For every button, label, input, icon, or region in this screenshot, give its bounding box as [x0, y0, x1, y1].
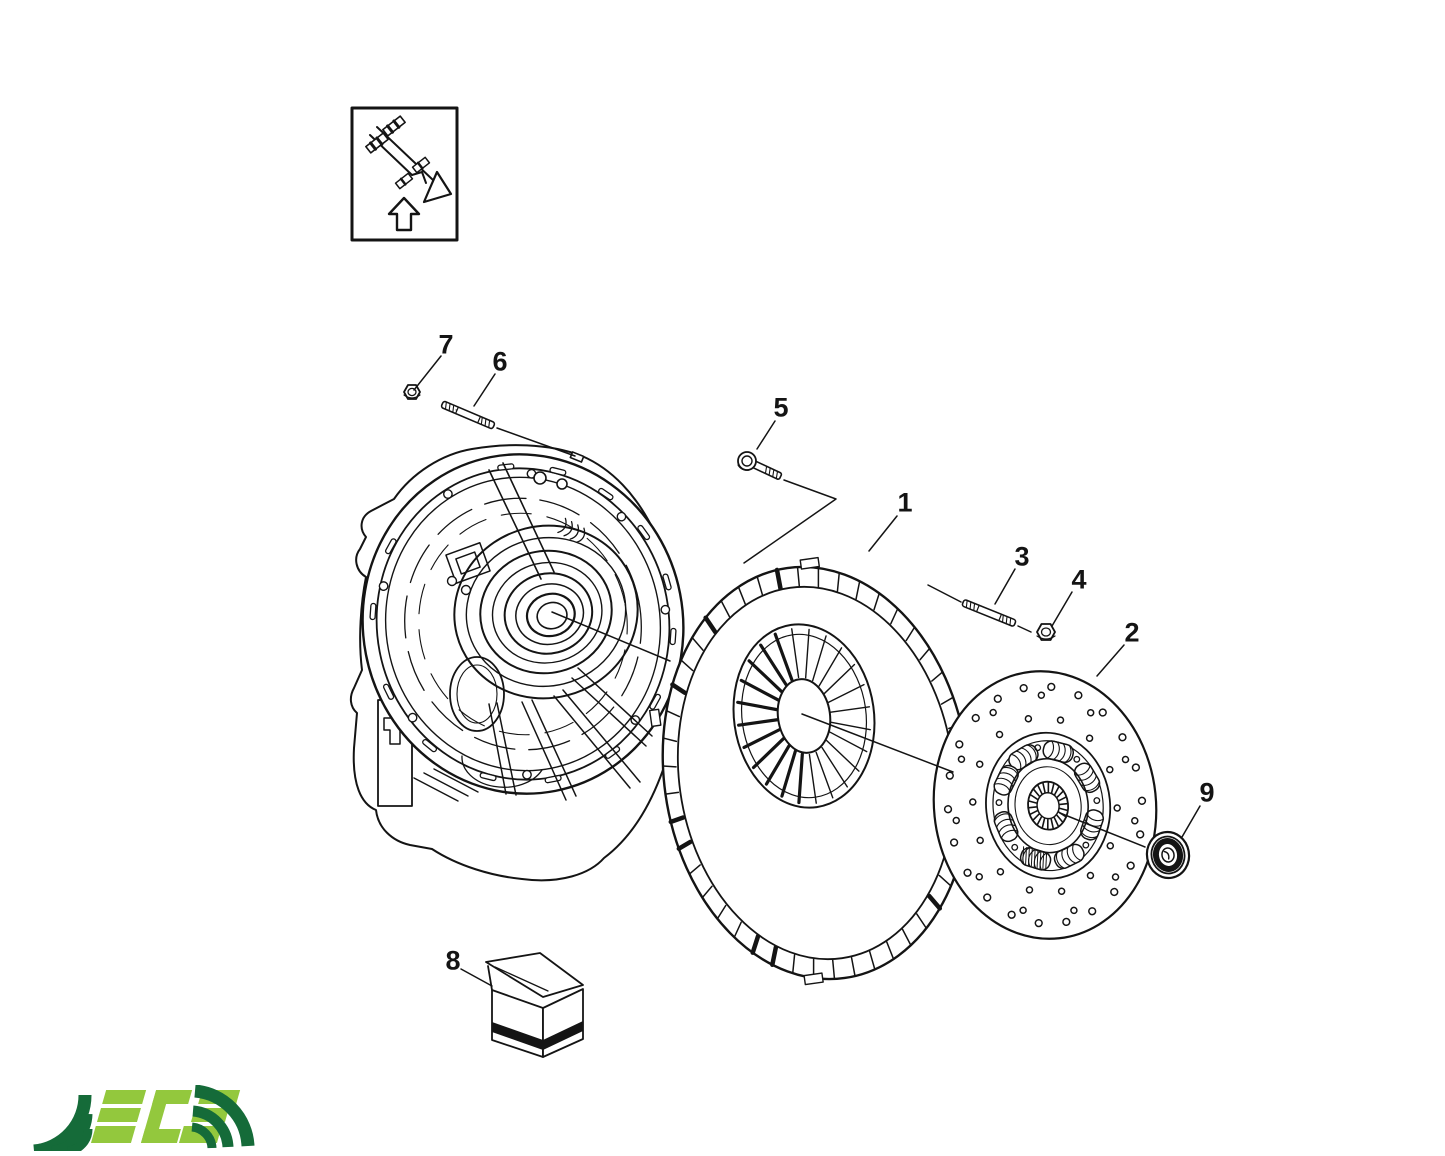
housing-rim-slots	[369, 463, 677, 784]
callout-8: 8	[445, 945, 461, 976]
logo-left-swoosh	[33, 1094, 93, 1156]
diaphragm-spring	[732, 623, 876, 809]
logo-right-swoosh	[191, 1084, 255, 1149]
callout-7: 7	[438, 329, 454, 360]
ecs-logo-graphic	[33, 1084, 255, 1156]
nut-4	[1036, 623, 1056, 641]
pilot-bearing-9	[1145, 830, 1191, 880]
callout-3: 3	[1014, 541, 1030, 572]
disc-rivet-holes	[943, 682, 1147, 928]
flywheel-housing	[349, 444, 685, 882]
callout-6: 6	[492, 346, 508, 377]
damper-hub	[985, 731, 1112, 880]
callout-leader-lines	[413, 355, 1201, 987]
nut-7	[403, 384, 421, 400]
clutch-disc	[932, 670, 1158, 940]
pressure-plate-teeth	[662, 566, 971, 980]
pressure-plate	[648, 556, 971, 986]
ecs-logo: ECS	[28, 1084, 260, 1156]
callout-2: 2	[1124, 617, 1140, 648]
small-parts	[403, 384, 1191, 1058]
release-bearing	[453, 524, 639, 700]
callout-4: 4	[1071, 564, 1087, 595]
callout-9: 9	[1199, 777, 1215, 808]
callout-1: 1	[897, 487, 913, 518]
stud-6	[440, 400, 496, 430]
kit-box-8	[485, 952, 584, 1058]
assembly-direction-icon	[350, 106, 459, 242]
stud-3	[961, 599, 1017, 627]
callout-5: 5	[773, 392, 789, 423]
bolt-5	[737, 451, 783, 480]
